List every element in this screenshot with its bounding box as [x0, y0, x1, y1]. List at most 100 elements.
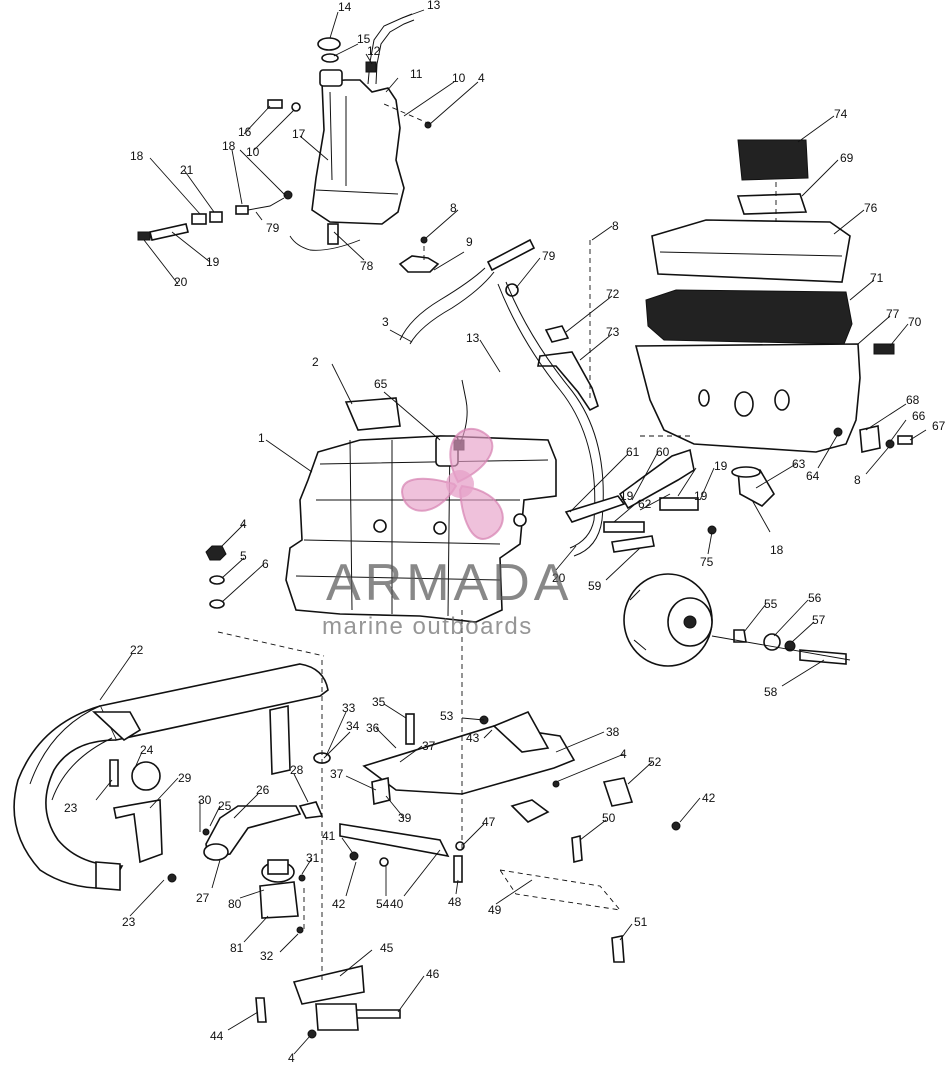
- leader-lines: [95, 9, 927, 1055]
- callout-23: 23: [122, 915, 136, 929]
- lower-mount-plate: [255, 965, 401, 1039]
- callout-71: 71: [870, 271, 884, 285]
- callout-12: 12: [367, 44, 381, 58]
- callout-68: 68: [906, 393, 920, 407]
- callout-18: 18: [130, 149, 144, 163]
- callout-69: 69: [840, 151, 854, 165]
- callout-42: 42: [702, 791, 716, 805]
- callout-36: 36: [366, 721, 380, 735]
- callout-2: 2: [312, 355, 319, 369]
- callout-76: 76: [864, 201, 878, 215]
- callout-37: 37: [422, 739, 436, 753]
- callout-44: 44: [210, 1029, 224, 1043]
- callout-75: 75: [700, 555, 714, 569]
- callout-34: 34: [346, 719, 360, 733]
- recoil-starter: [623, 573, 851, 667]
- engine-base-plate: [313, 710, 576, 883]
- callout-47: 47: [482, 815, 496, 829]
- callout-55: 55: [764, 597, 778, 611]
- callout-23: 23: [64, 801, 78, 815]
- callout-20: 20: [552, 571, 566, 585]
- right-mount-hardware: [499, 777, 681, 963]
- callout-59: 59: [588, 579, 602, 593]
- callout-74: 74: [834, 107, 848, 121]
- callout-14: 14: [338, 0, 352, 14]
- callout-57: 57: [812, 613, 826, 627]
- oil-line-fittings: [137, 99, 361, 251]
- callout-43: 43: [466, 731, 480, 745]
- callout-11: 11: [410, 67, 423, 81]
- callout-66: 66: [912, 409, 926, 423]
- callout-79b: 79: [542, 249, 556, 263]
- callout-1: 1: [258, 431, 265, 445]
- callout-77: 77: [886, 307, 900, 321]
- callout-48: 48: [448, 895, 462, 909]
- callout-15: 15: [357, 32, 371, 46]
- callout-25: 25: [218, 799, 232, 813]
- callout-41: 41: [322, 829, 336, 843]
- engine-block: [285, 379, 557, 623]
- callout-26: 26: [256, 783, 270, 797]
- callout-8: 8: [612, 219, 619, 233]
- callout-27: 27: [196, 891, 210, 905]
- callout-13: 13: [427, 0, 441, 12]
- engine-mount: [259, 859, 306, 934]
- callout-37: 37: [330, 767, 344, 781]
- callout-21: 21: [180, 163, 194, 177]
- callout-9: 9: [466, 235, 473, 249]
- callout-64: 64: [806, 469, 820, 483]
- callout-78: 78: [360, 259, 374, 273]
- callout-5: 5: [240, 549, 247, 563]
- throttle-bracket: [399, 238, 599, 412]
- callout-63: 63: [792, 457, 806, 471]
- callout-28: 28: [290, 763, 304, 777]
- callout-19: 19: [694, 489, 708, 503]
- exhaust-muffler: [13, 663, 329, 891]
- callout-33: 33: [342, 701, 356, 715]
- callout-19: 19: [620, 489, 634, 503]
- callout-40: 40: [390, 897, 404, 911]
- callout-10: 10: [452, 71, 466, 85]
- callout-46: 46: [426, 967, 440, 981]
- callout-49: 49: [488, 903, 502, 917]
- callout-70: 70: [908, 315, 922, 329]
- callout-10: 10: [246, 145, 260, 159]
- oil-tank-bracket: [398, 121, 440, 273]
- callout-67: 67: [932, 419, 946, 433]
- callout-56: 56: [808, 591, 822, 605]
- airbox-mount-hardware: [833, 425, 913, 453]
- callout-31: 31: [306, 851, 320, 865]
- callout-18: 18: [222, 139, 236, 153]
- callout-4: 4: [478, 71, 485, 85]
- callout-18: 18: [770, 543, 784, 557]
- callout-81: 81: [230, 941, 244, 955]
- callout-65: 65: [374, 377, 388, 391]
- fuel-pump-components: [564, 448, 776, 553]
- oil-tank-assembly: [311, 13, 415, 245]
- callout-17: 17: [292, 127, 306, 141]
- fuel-line: [497, 281, 604, 557]
- callout-54: 54: [376, 897, 390, 911]
- callout-8: 8: [854, 473, 861, 487]
- callout-8: 8: [450, 201, 457, 215]
- callout-4: 4: [620, 747, 627, 761]
- callout-29: 29: [178, 771, 192, 785]
- callout-79: 79: [266, 221, 280, 235]
- callout-4: 4: [288, 1051, 295, 1065]
- callout-30: 30: [198, 793, 212, 807]
- callout-32: 32: [260, 949, 274, 963]
- callout-38: 38: [606, 725, 620, 739]
- callout-62: 62: [638, 497, 652, 511]
- air-box-assembly: [634, 139, 895, 453]
- callout-22: 22: [130, 643, 144, 657]
- callout-20: 20: [174, 275, 188, 289]
- callout-51: 51: [634, 915, 648, 929]
- callout-80: 80: [228, 897, 242, 911]
- callout-73: 73: [606, 325, 620, 339]
- assembly-guide-lines: [217, 103, 777, 980]
- engine-nut-washer: [205, 545, 227, 609]
- callout-6: 6: [262, 557, 269, 571]
- callout-61: 61: [626, 445, 640, 459]
- callout-19: 19: [714, 459, 728, 473]
